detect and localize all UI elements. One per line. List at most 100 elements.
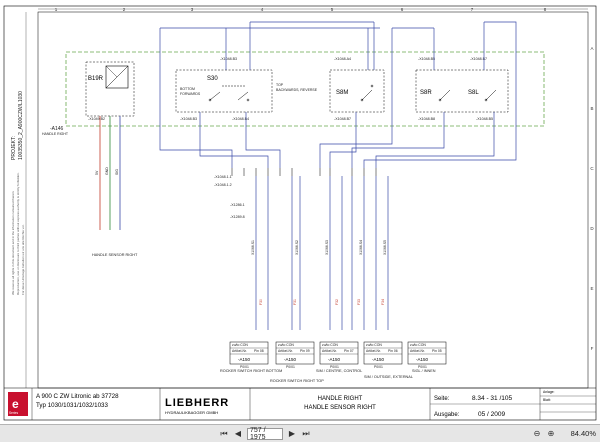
s30-conn-right: -X1048.B4 (232, 117, 249, 121)
b19r-connector: -X1049.B2 (88, 117, 105, 121)
box-1-pin: Pin 08 (254, 349, 264, 353)
box-2: zu/to CON Artikel-Nr. Pin 09 -A150 (275, 341, 315, 365)
a146-desc: HANDLE RIGHT (42, 132, 69, 136)
box-1-row2: Artikel-Nr. (232, 349, 247, 353)
top-ruler: 1 2 3 4 5 6 7 8 (38, 7, 588, 12)
wire-x5: X1066.S5 (383, 240, 387, 255)
box-2-code: -A150 (284, 357, 297, 362)
s30-box (175, 69, 273, 113)
top-wires (159, 21, 517, 168)
side-note-3: Für diese Unterlage behalten wir uns all… (21, 224, 25, 295)
box-4: zu/to CON Artikel-Nr. Pin 06 -A150 (363, 341, 403, 365)
ruler-5: 5 (331, 7, 334, 12)
ruler-3: 3 (191, 7, 194, 12)
title-block: e Series A 900 C ZW Litronic ab 37728 Ty… (4, 387, 596, 420)
last-page-button[interactable]: ⏭ (302, 428, 310, 438)
s30-conn-top: -X1048.B3 (220, 57, 237, 61)
box-2-ref: P0/01 (286, 365, 295, 369)
fuse-labels: F30 F31 F32 F33 F34 (259, 299, 385, 305)
mid-conn-4: -X1289.8 (230, 215, 245, 219)
box-3-ref: P0/01 (330, 365, 339, 369)
title-line-1: HANDLE RIGHT (318, 396, 363, 402)
box-1-desc: ROCKER SWITCH RIGHT BOTTOM (220, 369, 282, 373)
s30-label: S30 (207, 76, 218, 82)
wire-x3: X1066.S3 (325, 240, 329, 255)
sensor-wires (99, 116, 121, 230)
fuse-f33: F33 (357, 299, 361, 305)
mid-connector-row (231, 168, 377, 176)
wire-sig: SIG (115, 169, 119, 175)
box-5-ref: P0/01 (418, 365, 427, 369)
box-1: zu/to CON Artikel-Nr. Pin 08 -A150 (229, 341, 269, 365)
ruler-6: 6 (401, 7, 404, 12)
box-3: zu/to CON Artikel-Nr. Pin 07 -A150 (319, 341, 359, 365)
machine-name: A 900 C ZW Litronic ab 37728 (36, 393, 119, 400)
fuse-f32: F32 (335, 299, 339, 305)
box-5-desc: SIGL / INNEN (412, 369, 436, 373)
box-4-header: zu/to CON (366, 343, 382, 347)
box-5-pin: Pin 05 (432, 349, 442, 353)
s8m-label: S8M (336, 90, 348, 96)
box-3-row2: Artikel-Nr. (322, 349, 337, 353)
mid-conn-3: -X1286.1 (230, 203, 245, 207)
fuse-f31: F31 (293, 299, 297, 305)
s8l-conn-top: -X1048.B7 (470, 57, 487, 61)
ruler-d: D (590, 226, 594, 231)
ruler-7: 7 (471, 7, 474, 12)
prev-page-button[interactable]: ◀ (234, 429, 242, 438)
s30-back: BACKWARDS, REVERSE (276, 88, 318, 92)
seite-value: 8.34 - 31 /105 (472, 395, 512, 402)
ruler-c: C (590, 166, 594, 171)
box-3-desc: SIM / CENTRE, CONTROL (316, 369, 362, 373)
box-1-ref: P0/01 (240, 365, 249, 369)
ruler-2: 2 (123, 7, 126, 12)
box-5-row2: Artikel-Nr. (410, 349, 425, 353)
projekt-id: 10035350_2_A900CZW/L1030 (18, 91, 24, 160)
a146-label: -A146 (50, 126, 64, 132)
ruler-4: 4 (261, 7, 264, 12)
s30-conn-left: -X1048.B3 (180, 117, 197, 121)
box-1-header: zu/to CON (232, 343, 248, 347)
s8r-label: S8R (420, 90, 432, 96)
zoom-in-icon[interactable]: ⊕ (547, 429, 555, 438)
s30-contacts-icon (208, 85, 250, 102)
box-descriptions: ROCKER SWITCH RIGHT BOTTOM ROCKER SWITCH… (220, 369, 436, 383)
zoom-level: 84.40% (570, 429, 596, 438)
box-5: zu/to CON Artikel-Nr. Pin 05 -A150 (407, 341, 447, 365)
s8m-contact-icon (360, 84, 374, 102)
ruler-f: F (591, 346, 594, 351)
ruler-b: B (590, 106, 593, 111)
first-page-button[interactable]: ⏮ (220, 428, 228, 438)
left-strip: PROJEKT: 10035350_2_A900CZW/L1030 We res… (11, 12, 27, 388)
viewer-toolbar: ⏮ ◀ 757 / 1975 ▶ ⏭ ⊖ ⊕ 84.40% (0, 424, 600, 442)
wire-x4: X1066.S4 (359, 240, 363, 255)
box-3-code: -A150 (328, 357, 341, 362)
s8r-conn-bottom: -X1048.B8 (418, 117, 435, 121)
zoom-out-icon[interactable]: ⊖ (533, 429, 541, 438)
box-2-row2: Artikel-Nr. (278, 349, 293, 353)
box-4-row2: Artikel-Nr. (366, 349, 381, 353)
wire-5v: 5V (95, 170, 99, 175)
page-input[interactable]: 757 / 1975 (247, 427, 283, 441)
box-2-header: zu/to CON (278, 343, 294, 347)
wire-labels: X1066.S1 X1066.S2 X1066.S3 X1066.S4 X106… (251, 240, 387, 255)
s8-contacts-icon (438, 89, 497, 102)
s8m-conn-top: -X1048.A4 (334, 57, 351, 61)
s8r-conn-top: -X1048.B5 (418, 57, 435, 61)
box-5-header: zu/to CON (410, 343, 426, 347)
anlage-label: Anlage: (543, 390, 555, 394)
side-ruler: A B C D E F (590, 46, 594, 351)
mid-conn-1: -X1048.1.1 (214, 175, 232, 179)
ruler-1: 1 (55, 7, 58, 12)
box-3-pin: Pin 07 (344, 349, 354, 353)
side-note-1: We reserve all rights in this document a… (11, 190, 15, 295)
box-refs: P0/01 P0/01 P0/01 P0/01 P0/01 (240, 365, 427, 369)
box-2-desc: ROCKER SWITCH RIGHT TOP (270, 379, 324, 383)
next-page-button[interactable]: ▶ (288, 429, 296, 438)
box-2-pin: Pin 09 (300, 349, 310, 353)
ruler-8: 8 (544, 7, 547, 12)
side-note-2: Reproduction, use or disclosure to third… (16, 172, 20, 295)
schematic-sheet: 1 2 3 4 5 6 7 8 A B C D E F PROJEKT: 100… (3, 5, 597, 421)
down-wires (255, 176, 389, 330)
s8l-label: S8L (468, 90, 479, 96)
